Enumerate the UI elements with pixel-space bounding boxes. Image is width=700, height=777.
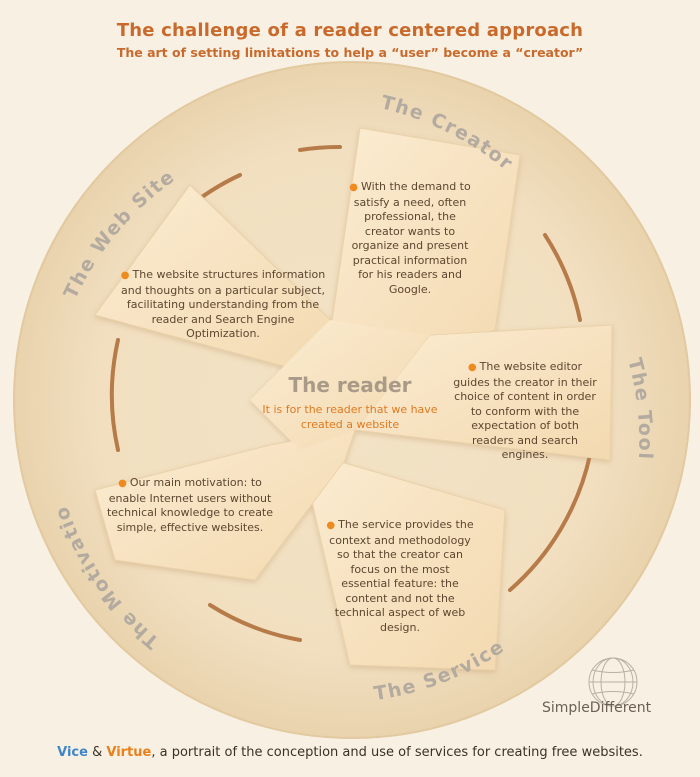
ring-arcs bbox=[109, 144, 592, 642]
footer-rest: , a portrait of the conception and use o… bbox=[151, 745, 643, 760]
center-text: It is for the reader that we have create… bbox=[262, 403, 438, 431]
page-subtitle: The art of setting limitations to help a… bbox=[116, 45, 584, 60]
blade-tool bbox=[354, 324, 613, 461]
bullet-icon: ● bbox=[349, 182, 358, 193]
website-text: ●The website structures information and … bbox=[120, 268, 326, 340]
blade-service bbox=[299, 449, 506, 671]
bullet-icon: ● bbox=[118, 478, 127, 489]
service-text: ●The service provides the context and me… bbox=[326, 518, 474, 634]
center-title: The reader bbox=[288, 373, 412, 397]
globe-logo-icon bbox=[588, 657, 638, 707]
page-title: The challenge of a reader centered appro… bbox=[116, 20, 584, 41]
footer-caption: Vice & Virtue, a portrait of the concept… bbox=[0, 745, 700, 760]
bullet-icon: ● bbox=[326, 520, 336, 531]
blade-center bbox=[250, 320, 430, 450]
bullet-icon: ● bbox=[467, 362, 477, 373]
brand-name: SimpleDifferent bbox=[542, 700, 652, 716]
footer-vice: Vice bbox=[57, 745, 88, 760]
motivation-text: ●Our main motivation: to enable Internet… bbox=[106, 476, 274, 534]
blades bbox=[94, 127, 613, 671]
bullet-icon: ● bbox=[120, 270, 130, 281]
footer-virtue: Virtue bbox=[106, 745, 152, 760]
blade-motivation bbox=[94, 429, 356, 581]
tool-text: ●The website editor guides the creator i… bbox=[453, 360, 597, 461]
blade-creator bbox=[324, 127, 521, 371]
creator-text: ●With the demand to satisfy a need, ofte… bbox=[349, 180, 471, 296]
footer-amp: & bbox=[87, 745, 107, 760]
